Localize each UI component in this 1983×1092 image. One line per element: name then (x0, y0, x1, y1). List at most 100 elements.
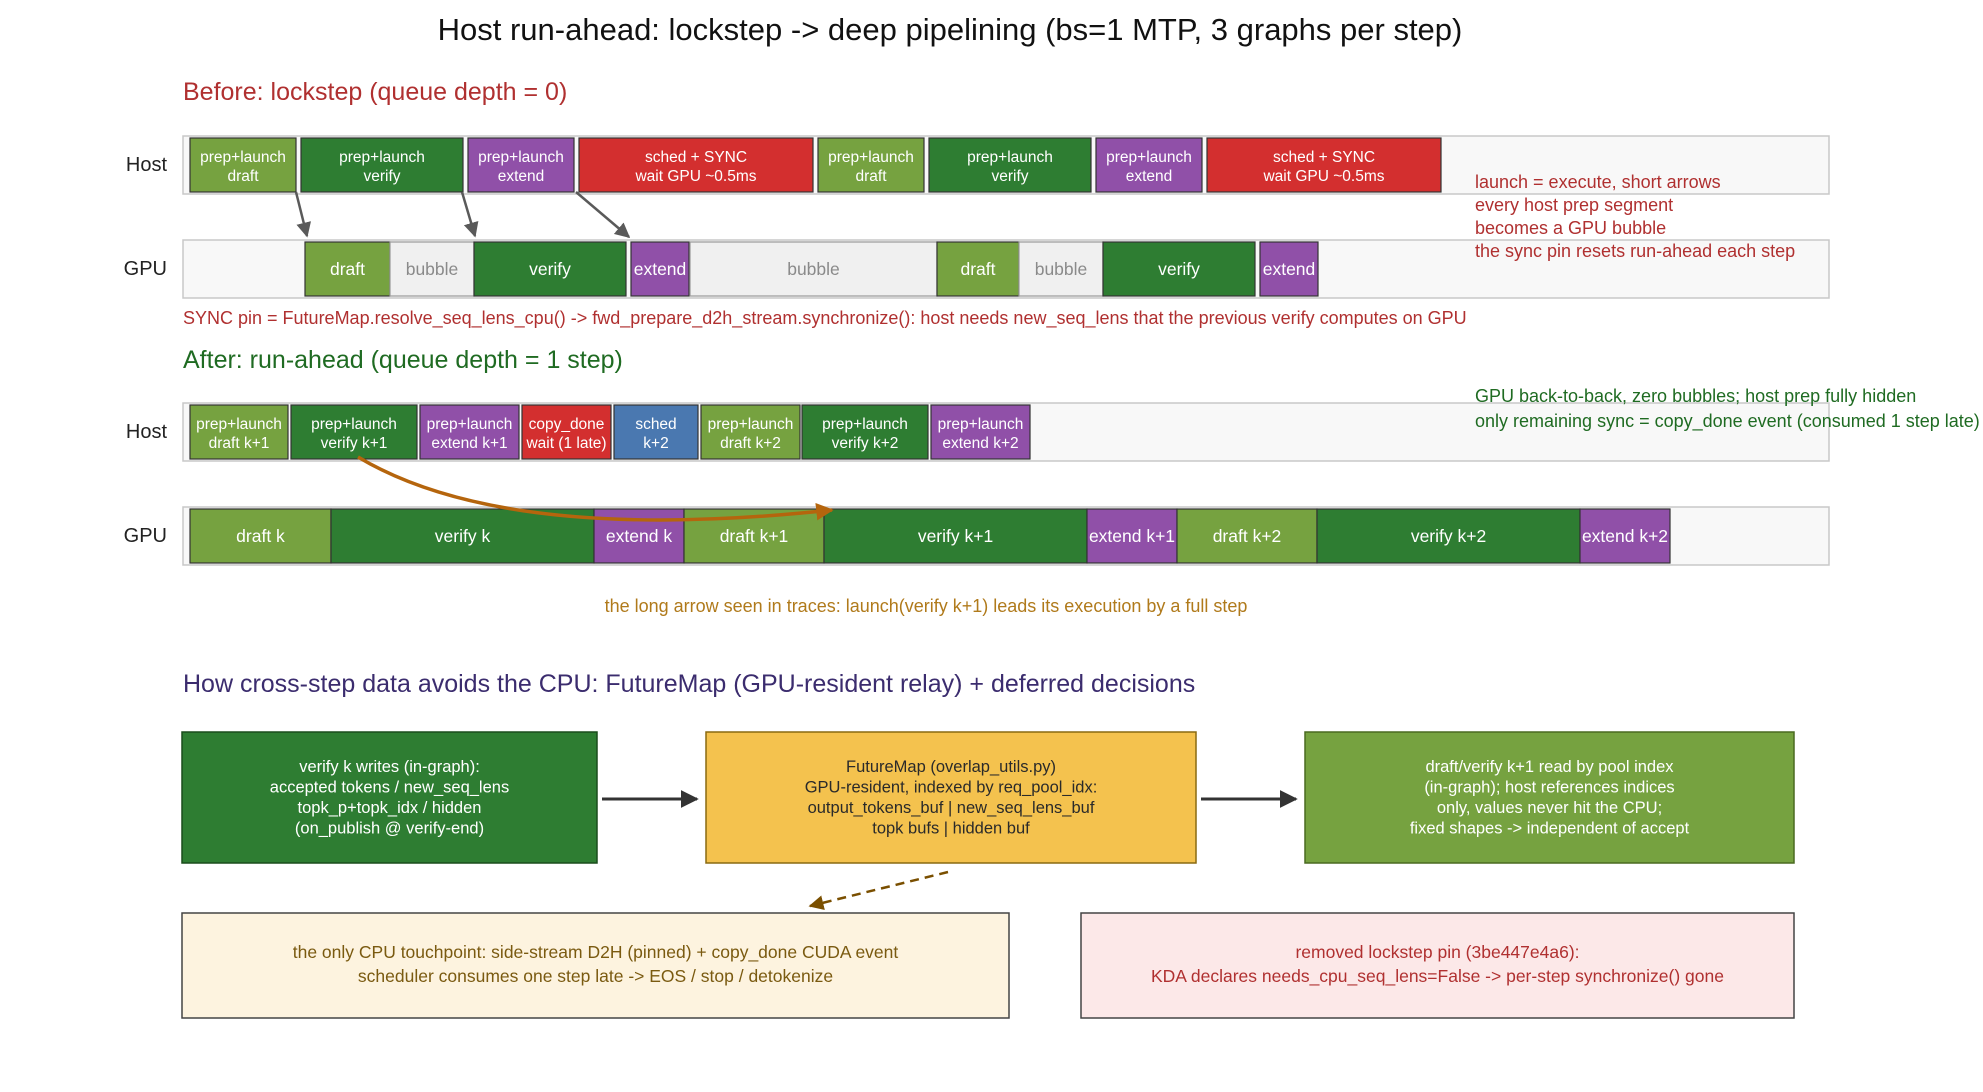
segment-label: extend k+1 (431, 435, 507, 452)
after-host-label: Host (126, 421, 168, 443)
segment-label: prep+launch (196, 416, 282, 433)
segment-label: sched + SYNC (645, 149, 747, 166)
timeline-segment (1316, 508, 1581, 564)
segment-label: wait GPU ~0.5ms (634, 168, 756, 185)
segment-label: extend (1263, 259, 1316, 279)
timeline-segment (928, 137, 1092, 193)
bubble-segment (1018, 241, 1104, 297)
box-text-line: scheduler consumes one step late -> EOS … (358, 966, 833, 986)
after-notes: GPU back-to-back, zero bubbles; host pre… (1475, 386, 1980, 432)
segment-label: extend k+2 (1582, 526, 1668, 546)
segment-label: bubble (1035, 259, 1088, 279)
before-host-segments: prep+launch draft prep+launch verify prep+la… (189, 137, 1442, 193)
sync-pin-note: SYNC pin = FutureMap.resolve_seq_lens_cp… (183, 308, 1467, 329)
segment-label: prep+launch (967, 149, 1053, 166)
box-text-line: (in-graph); host references indices (1424, 779, 1674, 797)
segment-label: extend k (606, 526, 672, 546)
segment-label: extend k+2 (942, 435, 1018, 452)
segment-label: draft k (236, 526, 285, 546)
before-note-line: launch = execute, short arrows (1475, 172, 1721, 192)
timeline-segment (930, 404, 1031, 460)
segment-label: wait GPU ~0.5ms (1262, 168, 1384, 185)
timeline-segment (189, 404, 289, 460)
segment-label: wait (1 late) (525, 435, 606, 452)
after-note-line: GPU back-to-back, zero bubbles; host pre… (1475, 386, 1916, 406)
after-gpu-label: GPU (124, 525, 167, 547)
box-text-line: GPU-resident, indexed by req_pool_idx: (805, 779, 1098, 797)
segment-label: draft (330, 259, 365, 279)
before-note-line: the sync pin resets run-ahead each step (1475, 241, 1795, 261)
removed-pin-text: removed lockstep pin (3be447e4a6): KDA de… (1151, 942, 1724, 987)
futuremap-text: FutureMap (overlap_utils.py)GPU-resident… (805, 758, 1098, 838)
verify-writes-box (181, 731, 598, 864)
cpu-touchpoint-box (181, 912, 1010, 1019)
segment-label: verify k (435, 526, 491, 546)
segment-label: draft k+2 (720, 435, 781, 452)
segment-label: prep+launch (311, 416, 397, 433)
box-text-line: KDA declares needs_cpu_seq_lens=False ->… (1151, 966, 1724, 987)
box-text-line: only, values never hit the CPU; (1437, 799, 1662, 817)
timeline-segment (300, 137, 464, 193)
dataflow-heading: How cross-step data avoids the CPU: Futu… (183, 670, 1195, 698)
segment-label: verify k+2 (832, 435, 899, 452)
segment-label: draft (855, 168, 887, 185)
segment-label: verify k+1 (321, 435, 388, 452)
timeline-segment (700, 404, 801, 460)
timeline-segment (1259, 241, 1319, 297)
segment-label: prep+launch (1106, 149, 1192, 166)
trace-note: the long arrow seen in traces: launch(ve… (605, 596, 1248, 616)
bubble-segment (389, 241, 475, 297)
segment-label: bubble (787, 259, 840, 279)
segment-label: verify (991, 168, 1028, 185)
segment-label: draft k+2 (1213, 526, 1282, 546)
before-host-label: Host (126, 154, 168, 176)
verify-writes-text: verify k writes (in-graph):accepted toke… (270, 758, 509, 838)
box-text-line: the only CPU touchpoint: side-stream D2H… (293, 942, 899, 963)
before-note-line: every host prep segment (1475, 195, 1673, 215)
run-ahead-arrow (357, 455, 834, 522)
segment-label: prep+launch (478, 149, 564, 166)
box-text-line: (on_publish @ verify-end) (295, 820, 484, 838)
read-by-index-box (1304, 731, 1795, 864)
diagram-title: Host run-ahead: lockstep -> deep pipelin… (438, 12, 1463, 47)
launch-arrow-verify (460, 191, 479, 238)
timeline-segment (578, 137, 814, 193)
timeline-segment (936, 241, 1020, 297)
segment-label: verify (1158, 259, 1200, 279)
segment-label: bubble (406, 259, 459, 279)
removed-pin-box (1080, 912, 1795, 1019)
cpu-touchpoint-text: the only CPU touchpoint: side-stream D2H… (293, 942, 899, 986)
segment-label: k+2 (643, 435, 668, 452)
timeline-segment (817, 137, 925, 193)
timeline-segment (304, 241, 391, 297)
timeline-segment (1095, 137, 1203, 193)
segment-label: extend k+1 (1089, 526, 1175, 546)
cpu-dashed-arrow (808, 870, 949, 911)
box-text-line: verify k writes (in-graph): (299, 758, 480, 776)
segment-label: prep+launch (822, 416, 908, 433)
segment-label: verify k+1 (918, 526, 993, 546)
timeline-segment (419, 404, 520, 460)
launch-arrow-draft (294, 191, 312, 238)
timeline-segment (1579, 508, 1671, 564)
segment-label: draft (227, 168, 259, 185)
timeline-segment (613, 404, 699, 460)
timeline-segment (290, 404, 418, 460)
timeline-segment (473, 241, 627, 297)
launch-arrow-extend (575, 191, 631, 238)
box-text-line: removed lockstep pin (3be447e4a6): (1295, 942, 1579, 962)
segment-label: sched + SYNC (1273, 149, 1375, 166)
box-text-line: draft/verify k+1 read by pool index (1425, 758, 1674, 776)
segment-label: verify (363, 168, 400, 185)
segment-label: prep+launch (708, 416, 794, 433)
segment-label: prep+launch (339, 149, 425, 166)
before-gpu-label: GPU (124, 258, 167, 280)
box-text-line: fixed shapes -> independent of accept (1410, 820, 1690, 838)
segment-label: copy_done (529, 416, 605, 433)
segment-label: extend (1126, 168, 1173, 185)
segment-label: verify k+2 (1411, 526, 1486, 546)
